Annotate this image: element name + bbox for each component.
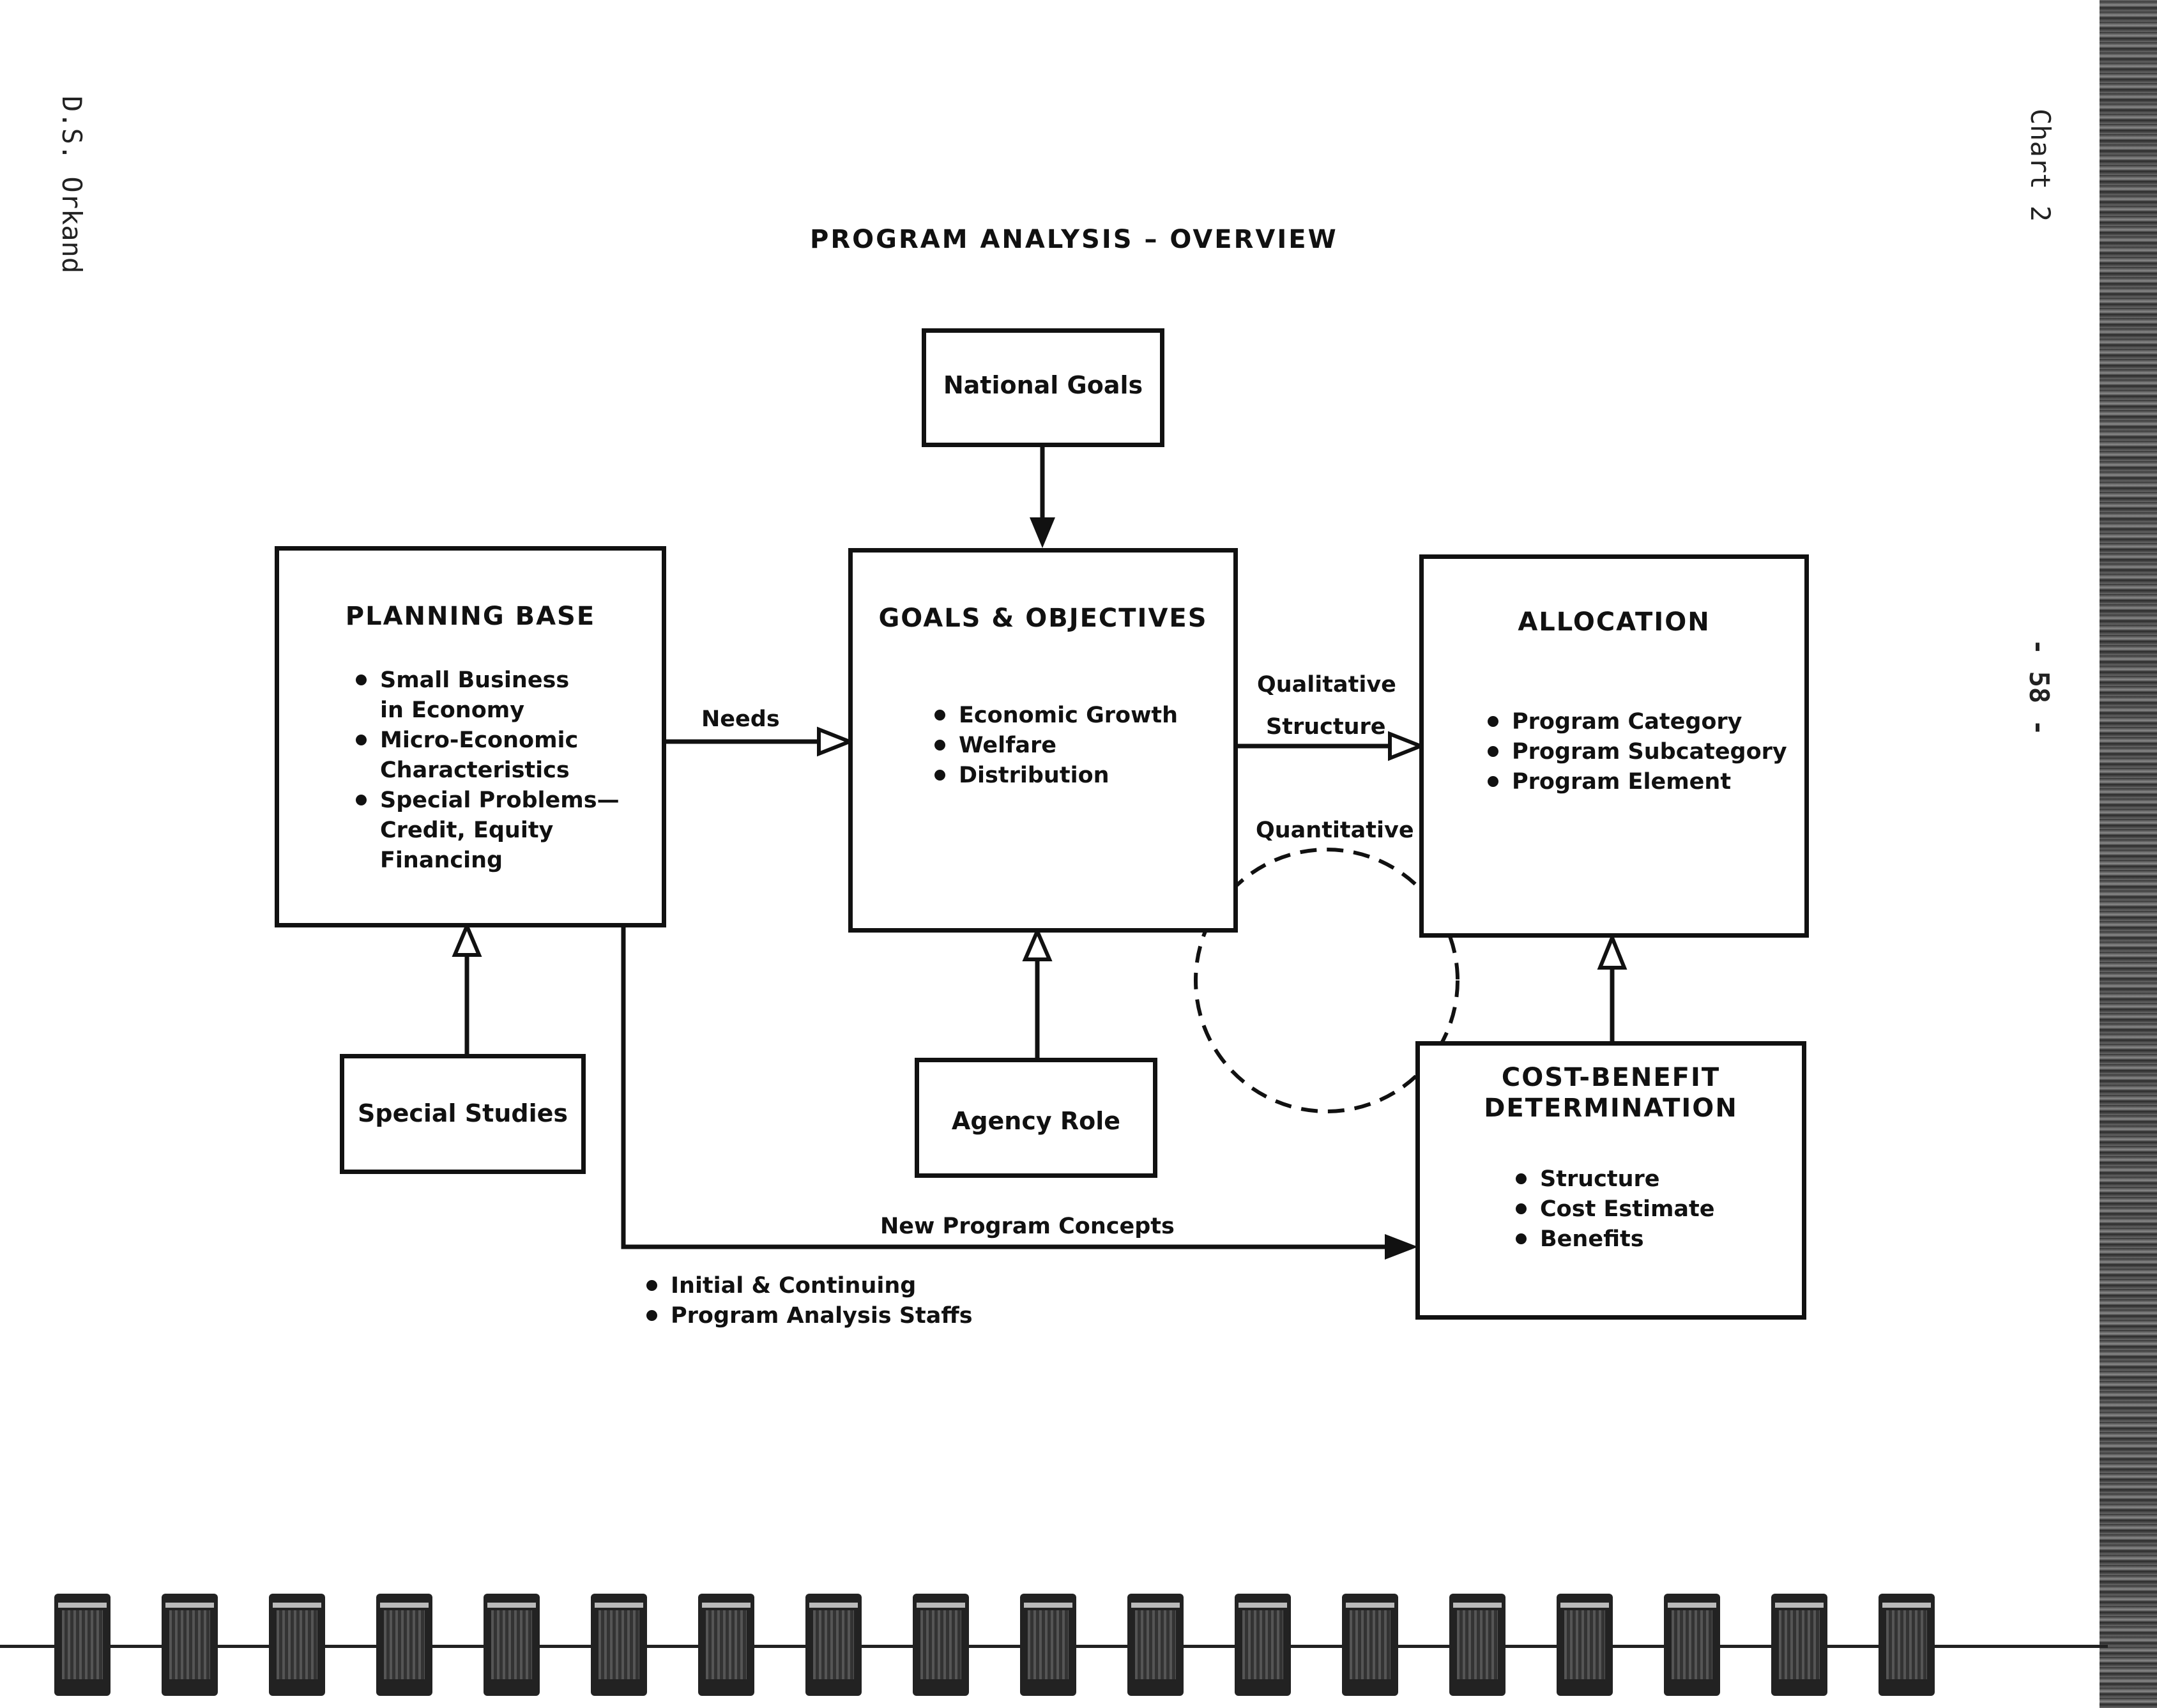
chart-number: Chart 2 xyxy=(2025,109,2056,222)
binding-ring xyxy=(1879,1594,1935,1696)
list-item: Small Business in Economy xyxy=(356,666,620,726)
page-spine-edge xyxy=(2100,0,2157,1708)
arrowhead-qualitative xyxy=(1388,731,1426,761)
list-item: Welfare xyxy=(934,731,1178,761)
arrow-new-program-concepts xyxy=(621,926,1405,1249)
binding-ring xyxy=(805,1594,862,1696)
cost-benefit-list: Structure Cost Estimate Benefits xyxy=(1516,1164,1715,1254)
binding-ring xyxy=(54,1594,111,1696)
binding-ring xyxy=(484,1594,540,1696)
connector-label-structure: Structure xyxy=(1266,714,1386,740)
list-item: Program Subcategory xyxy=(1488,737,1787,767)
connector-label-qualitative: Qualitative xyxy=(1257,672,1396,698)
binding-ring xyxy=(1771,1594,1827,1696)
list-item: Distribution xyxy=(934,761,1178,791)
list-item: Program Analysis Staffs xyxy=(646,1301,973,1331)
author-annotation: D.S. Orkand xyxy=(56,96,88,274)
goals-objectives-box: GOALS & OBJECTIVES Economic Growth Welfa… xyxy=(848,548,1238,933)
cost-benefit-title: COST-BENEFIT DETERMINATION xyxy=(1484,1063,1738,1123)
allocation-box: ALLOCATION Program Category Program Subc… xyxy=(1419,554,1809,938)
connector-label-new-program-concepts: New Program Concepts xyxy=(880,1214,1175,1239)
binding-ring xyxy=(913,1594,969,1696)
page-title: PROGRAM ANALYSIS – OVERVIEW xyxy=(810,225,1338,254)
arrowhead-needs xyxy=(817,726,855,757)
page-number: - 58 - xyxy=(2024,639,2055,736)
arrowhead-cost-to-allocation xyxy=(1597,932,1627,970)
binding-ring xyxy=(162,1594,218,1696)
agency-role-box: Agency Role xyxy=(915,1058,1157,1178)
planning-base-box: PLANNING BASE Small Business in Economy … xyxy=(275,546,666,927)
list-item: Micro-Economic Characteristics xyxy=(356,726,620,786)
binding-ring xyxy=(1557,1594,1613,1696)
footer-notes-list: Initial & Continuing Program Analysis St… xyxy=(646,1271,973,1331)
binding-ring xyxy=(698,1594,754,1696)
arrowhead-agency-role xyxy=(1022,926,1053,961)
special-studies-label: Special Studies xyxy=(358,1099,568,1127)
list-item: Benefits xyxy=(1516,1224,1715,1254)
arrowhead-special-studies xyxy=(452,921,482,957)
binding-ring xyxy=(1235,1594,1291,1696)
cost-benefit-box: COST-BENEFIT DETERMINATION Structure Cos… xyxy=(1415,1041,1806,1320)
list-item: Cost Estimate xyxy=(1516,1194,1715,1224)
list-item: Program Category xyxy=(1488,707,1787,737)
quantitative-dashed-circle xyxy=(1194,848,1460,1113)
special-studies-box: Special Studies xyxy=(340,1054,586,1174)
connector-label-needs: Needs xyxy=(701,706,780,732)
arrowhead-new-program-concepts xyxy=(1385,1234,1418,1260)
national-goals-label: National Goals xyxy=(943,371,1143,399)
list-item: Program Element xyxy=(1488,767,1787,797)
agency-role-label: Agency Role xyxy=(951,1107,1121,1135)
binding-ring xyxy=(1342,1594,1398,1696)
allocation-title: ALLOCATION xyxy=(1518,607,1711,637)
arrowhead-national-to-goals xyxy=(1030,517,1055,548)
binding-ring xyxy=(376,1594,432,1696)
goals-objectives-list: Economic Growth Welfare Distribution xyxy=(934,701,1178,791)
binding-ring xyxy=(1664,1594,1720,1696)
binding-ring xyxy=(269,1594,325,1696)
connector-label-quantitative: Quantitative xyxy=(1256,818,1414,843)
national-goals-box: National Goals xyxy=(922,328,1164,447)
list-item: Economic Growth xyxy=(934,701,1178,731)
planning-base-title: PLANNING BASE xyxy=(345,602,596,631)
list-item: Structure xyxy=(1516,1164,1715,1194)
list-item: Special Problems— Credit, Equity Financi… xyxy=(356,786,620,876)
list-item: Initial & Continuing xyxy=(646,1271,973,1301)
allocation-list: Program Category Program Subcategory Pro… xyxy=(1488,707,1787,797)
binding-ring xyxy=(1449,1594,1505,1696)
planning-base-list: Small Business in Economy Micro-Economic… xyxy=(356,666,620,876)
binding-ring xyxy=(1127,1594,1184,1696)
binding-ring xyxy=(1020,1594,1076,1696)
binding-ring xyxy=(591,1594,647,1696)
goals-objectives-title: GOALS & OBJECTIVES xyxy=(878,604,1208,633)
